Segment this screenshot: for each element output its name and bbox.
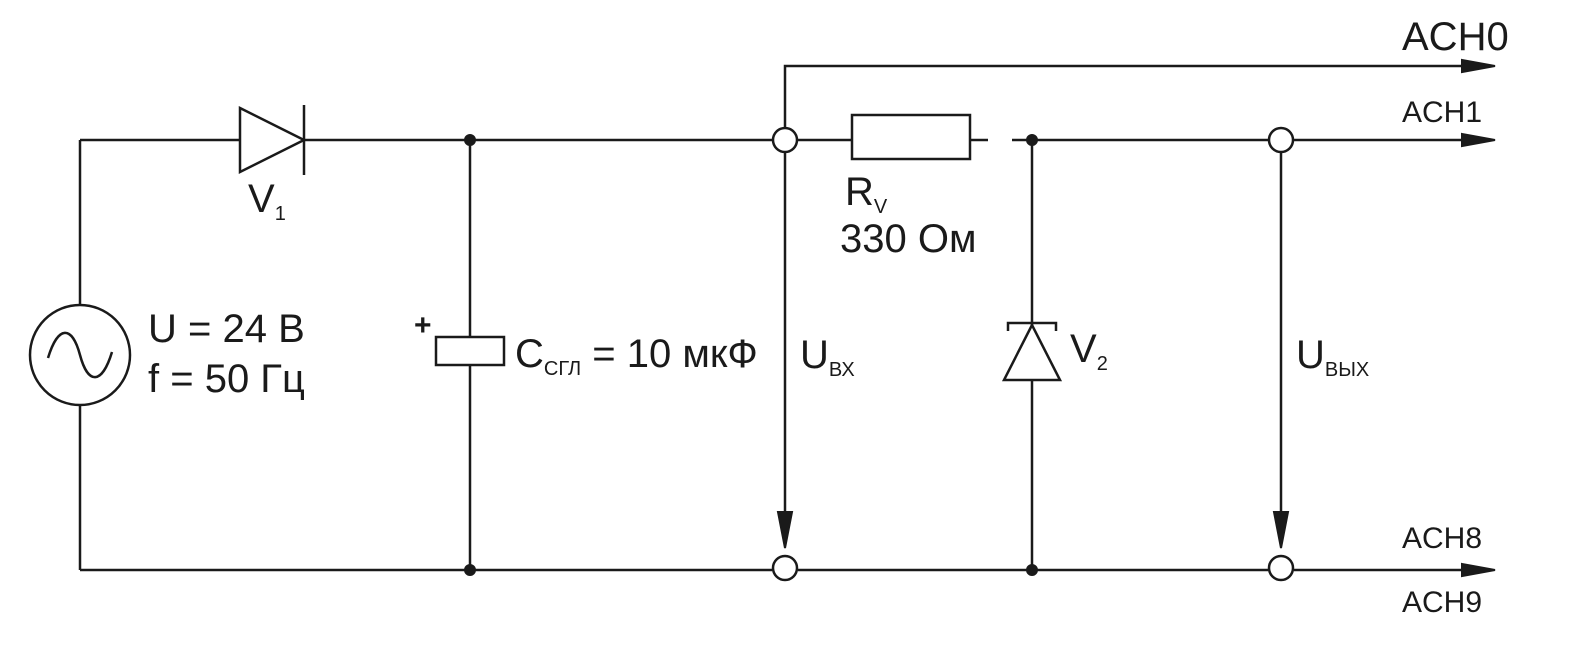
- uin-name: U: [800, 333, 829, 377]
- uout-arrow-head: [1272, 511, 1290, 549]
- uin-arrow-head: [776, 511, 794, 549]
- capacitor-subscript: СГЛ: [544, 358, 581, 380]
- resistor-value: 330 Ом: [840, 217, 976, 261]
- ac-source: U = 24 В f = 50 Гц: [28, 303, 305, 407]
- junction-dot: [464, 134, 476, 146]
- capacitor-csgl: + CСГЛ = 10 мкФ: [414, 309, 758, 380]
- junction-dot: [1026, 134, 1038, 146]
- terminal-input-top: [771, 126, 799, 154]
- zener-v2-subscript: 2: [1097, 353, 1108, 375]
- terminal-output-top: [1267, 126, 1295, 154]
- diode-v1-label: V1: [248, 177, 286, 225]
- resistor-body: [850, 113, 972, 161]
- channel-arrows: [1461, 58, 1496, 578]
- ach1-arrow-head: [1461, 132, 1496, 148]
- ach0-arrow-head: [1461, 58, 1496, 74]
- diode-v1-subscript: 1: [275, 203, 286, 225]
- ach9-label: ACH9: [1402, 586, 1482, 619]
- terminals: [771, 126, 1295, 582]
- junction-dot: [1026, 564, 1038, 576]
- source-frequency-label: f = 50 Гц: [148, 357, 305, 401]
- ach0-label: ACH0: [1402, 15, 1509, 59]
- diode-v1: V1: [238, 105, 307, 225]
- uin-label: UВХ: [800, 333, 855, 381]
- wire-ach0: [783, 64, 1462, 127]
- zener-v2: V2: [1001, 321, 1108, 382]
- uout-subscript: ВЫХ: [1325, 359, 1369, 381]
- zener-cathode-bar: [1006, 321, 1058, 331]
- resistor-rv: RV 330 Ом: [840, 113, 976, 261]
- wires: [78, 64, 1462, 572]
- capacitor-name: C: [515, 332, 544, 376]
- zener-v2-name: V: [1070, 327, 1097, 371]
- voltage-arrows: UВХ UВЫХ: [776, 153, 1369, 549]
- terminal-output-bottom: [1267, 554, 1295, 582]
- zener-v2-label: V2: [1070, 327, 1108, 375]
- resistor-name: R: [845, 170, 874, 214]
- capacitor-body: [434, 335, 506, 367]
- capacitor-label: CСГЛ = 10 мкФ: [515, 332, 758, 380]
- uout-name: U: [1296, 333, 1325, 377]
- diode-triangle: [238, 105, 307, 175]
- junctions: [464, 134, 1038, 576]
- sine-wave-icon: [46, 331, 114, 379]
- resistor-label: RV: [845, 170, 888, 218]
- diode-v1-name: V: [248, 177, 275, 221]
- resistor-subscript: V: [874, 196, 888, 218]
- zener-triangle: [1001, 322, 1063, 382]
- ach8-label: ACH8: [1402, 522, 1482, 555]
- uout-label: UВЫХ: [1296, 333, 1369, 381]
- uin-subscript: ВХ: [829, 359, 855, 381]
- ach1-label: ACH1: [1402, 96, 1482, 129]
- junction-dot: [464, 564, 476, 576]
- ach8-arrow-head: [1461, 562, 1496, 578]
- capacitor-value: = 10 мкФ: [581, 332, 758, 376]
- channel-labels: ACH0 ACH1 ACH8 ACH9: [1402, 15, 1509, 619]
- terminal-input-bottom: [771, 554, 799, 582]
- source-voltage-label: U = 24 В: [148, 307, 305, 351]
- capacitor-polarity-mark: +: [414, 309, 432, 342]
